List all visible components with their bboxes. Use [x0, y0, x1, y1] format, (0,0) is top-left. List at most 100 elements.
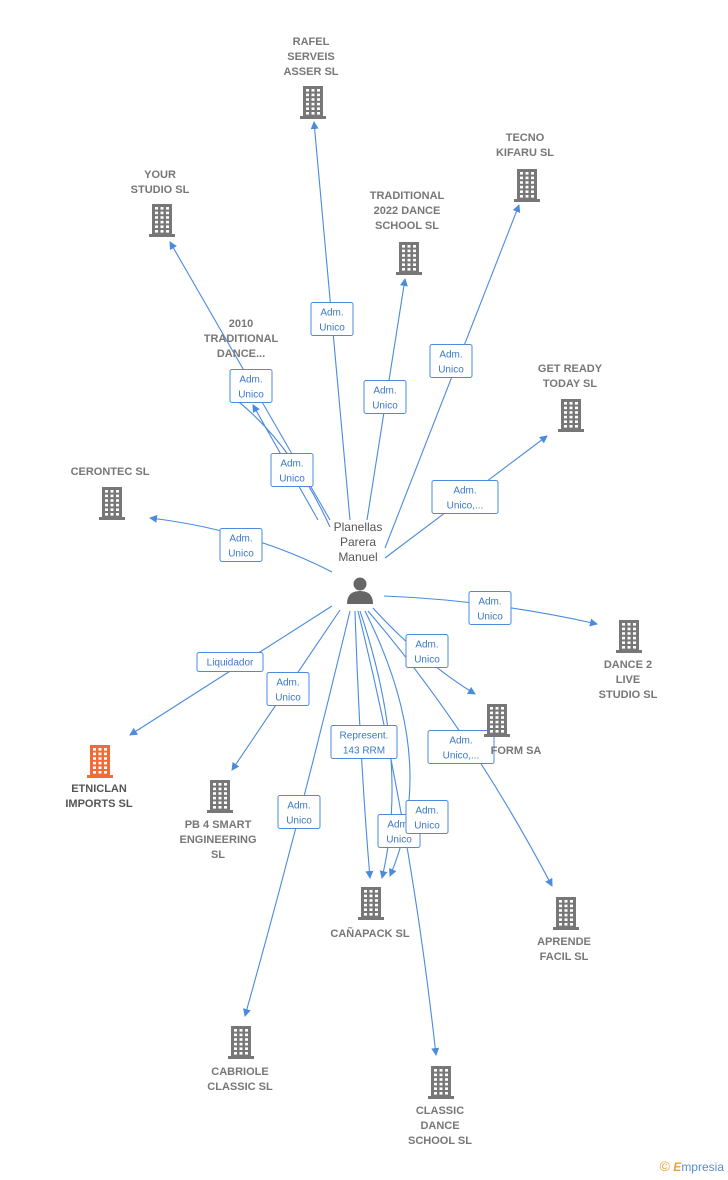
edge-label[interactable]: Adm. Unico — [229, 369, 273, 403]
company-name: YOUR — [144, 169, 176, 181]
building-window — [622, 627, 625, 631]
edge-label[interactable]: Adm.Unico — [310, 302, 354, 336]
building-window — [407, 249, 411, 253]
building-window — [234, 1029, 237, 1032]
edge-label[interactable]: Adm.Unico — [270, 453, 314, 487]
edge-label-box — [363, 380, 407, 414]
building-window — [531, 185, 534, 189]
edge-label[interactable]: Adm.Unico — [277, 795, 321, 829]
edge-label[interactable]: Adm.Unico — [266, 672, 310, 706]
building-window — [407, 245, 411, 248]
building-window — [575, 415, 578, 419]
building-window — [160, 216, 164, 219]
edge-label-text: Unico — [414, 821, 440, 832]
building-window — [306, 107, 309, 110]
building-window — [501, 707, 504, 710]
edge-label[interactable]: Liquidador — [196, 652, 264, 672]
building-window — [93, 748, 96, 751]
company-node-cerontec[interactable]: CERONTEC SL — [71, 466, 150, 520]
building-window — [317, 107, 320, 110]
edge-label[interactable]: Adm.Unico,... — [431, 480, 499, 514]
building-window — [402, 254, 405, 257]
building-window — [155, 211, 158, 215]
company-name: PB 4 SMART — [185, 819, 252, 831]
edge-label-text: Adm. — [229, 534, 252, 545]
company-name: DANCE... — [217, 348, 265, 360]
building-window — [495, 707, 499, 710]
building-window — [311, 107, 315, 110]
building-window — [369, 908, 373, 911]
edge-label[interactable]: Represent.143 RRM — [330, 725, 398, 759]
building-window — [407, 258, 411, 262]
building-window — [98, 748, 102, 751]
building-window — [633, 623, 636, 626]
edge-label[interactable]: Adm.Unico — [363, 380, 407, 414]
edge-label-text: Unico — [228, 549, 254, 560]
company-name: KIFARU SL — [496, 147, 554, 159]
building-window — [311, 89, 315, 92]
edge-label-text: Unico — [238, 390, 264, 401]
building-window — [364, 894, 367, 898]
building-window — [105, 490, 108, 493]
building-window — [501, 730, 504, 733]
building-window — [445, 1087, 448, 1090]
building-window — [490, 716, 493, 719]
edge-label[interactable]: Adm.Unico — [405, 634, 449, 668]
company-node-canapack[interactable]: CAÑAPACK SL — [330, 887, 410, 940]
edge-label[interactable]: Adm. Unico — [219, 528, 263, 562]
building-window — [525, 190, 529, 193]
building-window — [166, 230, 169, 233]
building-base — [514, 199, 540, 202]
building-window — [104, 748, 107, 751]
building-window — [520, 181, 523, 184]
edge-label-box — [405, 634, 449, 668]
company-node-2010-traditional[interactable]: 2010TRADITIONALDANCE... — [204, 318, 279, 360]
building-window — [116, 499, 119, 502]
edge-label[interactable]: Adm.Unico,... — [427, 730, 495, 764]
building-window — [569, 420, 573, 423]
company-name: DANCE — [420, 1120, 459, 1132]
company-name: SL — [211, 849, 225, 861]
building-window — [564, 913, 568, 917]
building-window — [622, 636, 625, 640]
building-icon — [558, 399, 584, 432]
edge-label-text: Adm. — [439, 350, 462, 361]
building-window — [559, 918, 562, 921]
building-window — [564, 425, 567, 428]
building-window — [155, 220, 158, 224]
building-window — [306, 89, 309, 92]
brand-name: mpresia — [681, 1160, 724, 1174]
building-window — [160, 220, 164, 224]
building-window — [116, 508, 119, 511]
company-node-form[interactable]: FORM SA — [484, 704, 541, 757]
building-base — [553, 927, 579, 930]
building-window — [166, 216, 169, 219]
company-name: CAÑAPACK SL — [330, 927, 410, 940]
edge-label[interactable]: Adm.Unico — [405, 800, 449, 834]
person-icon — [347, 577, 373, 604]
building-window — [317, 93, 320, 97]
building-window — [234, 1047, 237, 1050]
building-window — [495, 720, 499, 724]
building-window — [445, 1078, 448, 1081]
person-name: Planellas — [334, 520, 383, 534]
edge-label[interactable]: Adm.Unico — [468, 591, 512, 625]
edge-label[interactable]: Adm.Unico — [429, 344, 473, 378]
edge-label-text: Adm. — [239, 375, 262, 386]
building-window — [104, 752, 107, 756]
building-window — [434, 1078, 437, 1081]
